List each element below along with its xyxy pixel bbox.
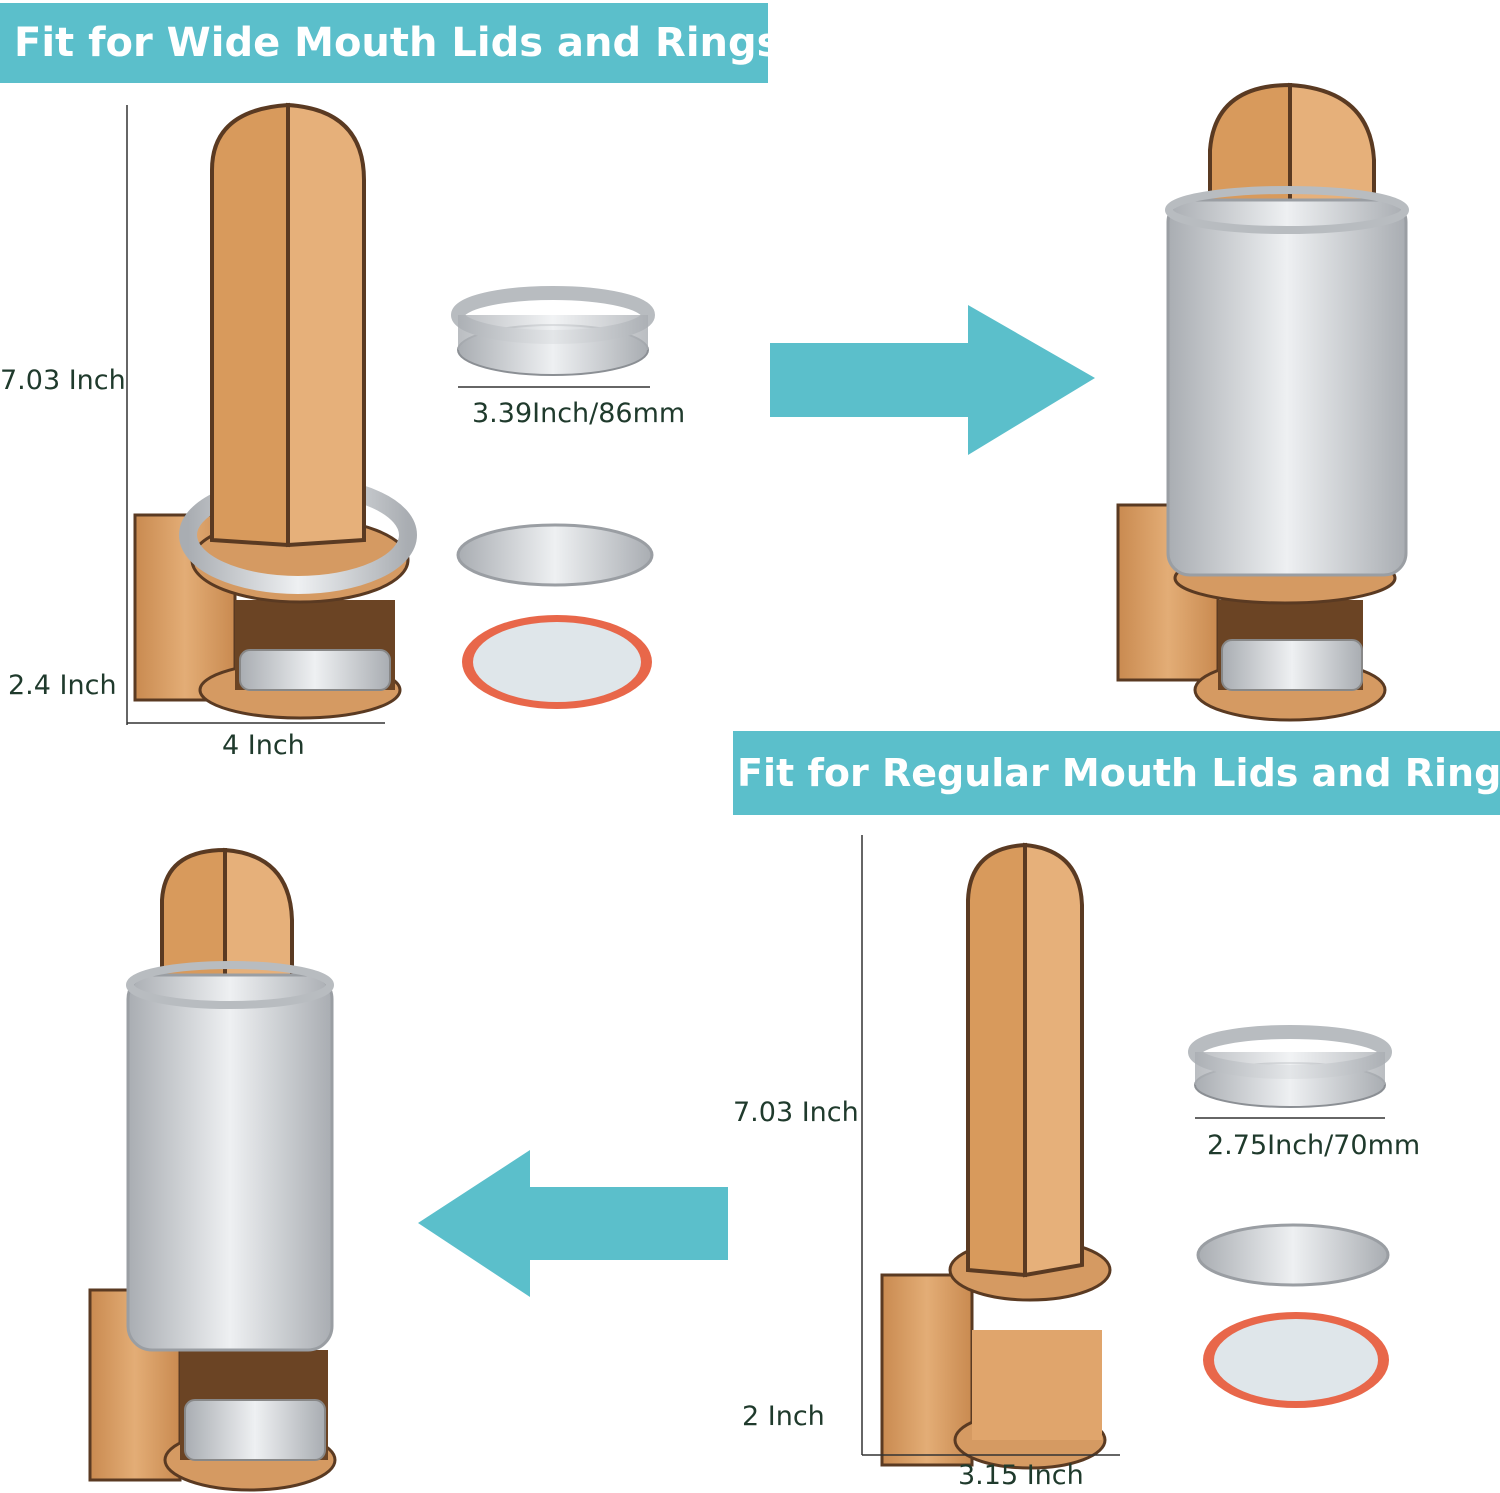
- arrow-right-icon: [770, 305, 1095, 455]
- wide-dispenser-filled: [1116, 82, 1409, 722]
- regular-dispenser-filled: [88, 847, 337, 1492]
- wide-height-label: 7.03 Inch: [0, 365, 126, 396]
- dimension-lines: [126, 105, 1385, 1456]
- wide-ring-size-label: 3.39Inch/86mm: [472, 398, 686, 429]
- arrow-left-icon: [418, 1150, 728, 1297]
- regular-width-label: 3.15 Inch: [958, 1460, 1084, 1491]
- wide-dispenser-empty: [133, 102, 417, 720]
- wide-base-height-label: 2.4 Inch: [8, 670, 117, 701]
- regular-dispenser-empty: [880, 842, 1112, 1470]
- regular-base-height-label: 2 Inch: [742, 1401, 825, 1432]
- regular-ring: [1188, 1025, 1392, 1108]
- regular-ring-size-label: 2.75Inch/70mm: [1207, 1130, 1421, 1161]
- regular-flat-lid: [1196, 1223, 1390, 1287]
- wide-mouth-banner: Fit for Wide Mouth Lids and Rings: [0, 3, 768, 83]
- regular-mouth-banner: Fit for Regular Mouth Lids and Rings: [733, 731, 1500, 815]
- wide-ring: [451, 286, 655, 376]
- regular-height-label: 7.03 Inch: [733, 1097, 859, 1128]
- wide-width-label: 4 Inch: [222, 730, 305, 761]
- wide-flat-lid: [456, 523, 654, 587]
